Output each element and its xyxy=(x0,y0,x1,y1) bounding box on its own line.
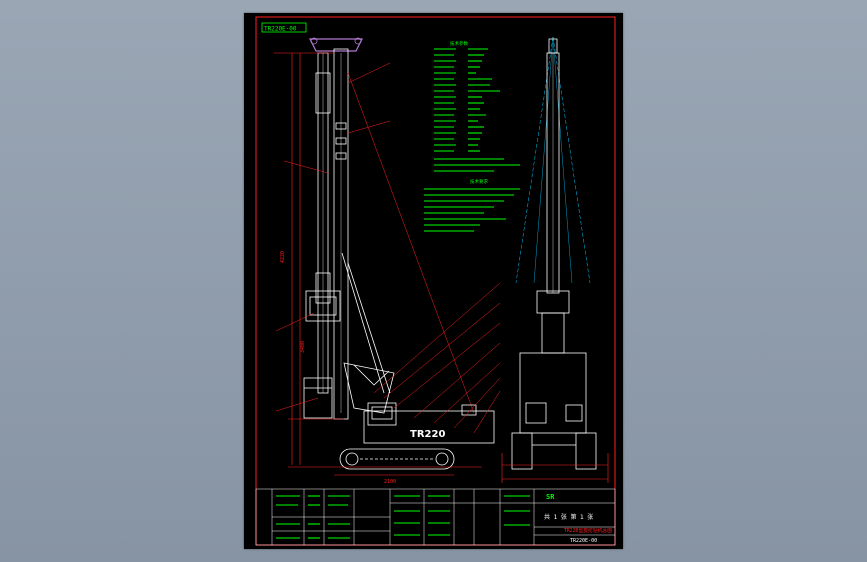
side-dimensions xyxy=(274,52,482,476)
dim-value: 3400 xyxy=(300,341,306,353)
leader-lines xyxy=(275,62,501,434)
drawing-frame xyxy=(255,16,616,546)
front-track-right xyxy=(575,432,597,470)
cad-drawing: TR220E-00 TR220 xyxy=(255,16,616,546)
parallel-linkage xyxy=(343,362,395,414)
front-dimensions xyxy=(501,453,609,483)
title-seal: SR xyxy=(546,493,555,501)
drill-bucket xyxy=(303,377,333,419)
title-block-seal: SR 共 1 张 第 1 张 TR220型旋挖钻机总图 TR220E-00 xyxy=(544,493,612,544)
parameter-block: 技术参数 xyxy=(450,40,468,47)
rotary-head xyxy=(305,290,341,322)
title-block xyxy=(255,488,616,546)
dim-value: 4220 xyxy=(280,251,286,263)
crawler-track xyxy=(339,448,455,470)
drawing-sheet: TR220E-00 TR220 xyxy=(244,13,623,549)
mast-head xyxy=(309,38,363,52)
model-label: TR220 xyxy=(410,429,445,440)
front-track-left xyxy=(511,432,533,470)
mast-sheave xyxy=(310,37,318,45)
requirements-block: 技术要求 xyxy=(470,178,488,185)
title-block-fill xyxy=(276,495,530,539)
parameter-lines xyxy=(434,48,520,172)
front-body xyxy=(519,352,587,434)
track-rollers xyxy=(345,452,449,466)
mast-sheave xyxy=(354,37,362,45)
dim-value: 2100 xyxy=(384,479,396,485)
cab xyxy=(367,402,397,426)
parameters-heading: 技术参数 xyxy=(450,40,468,47)
sheet-info: 共 1 张 第 1 张 xyxy=(544,513,593,521)
requirement-lines xyxy=(424,188,520,232)
side-view: TR220 xyxy=(303,37,495,470)
stamp-box xyxy=(261,22,307,33)
upper-carriage xyxy=(363,410,495,444)
front-view xyxy=(511,36,597,470)
requirements-heading: 技术要求 xyxy=(470,178,488,185)
drawing-name: TR220型旋挖钻机总图 xyxy=(564,527,612,534)
drawing-code: TR220E-00 xyxy=(570,538,597,544)
stamp-code: TR220E-00 xyxy=(264,26,297,33)
front-rotary-head xyxy=(536,290,570,314)
side-dim-values: 4220 3400 2100 xyxy=(280,251,396,485)
